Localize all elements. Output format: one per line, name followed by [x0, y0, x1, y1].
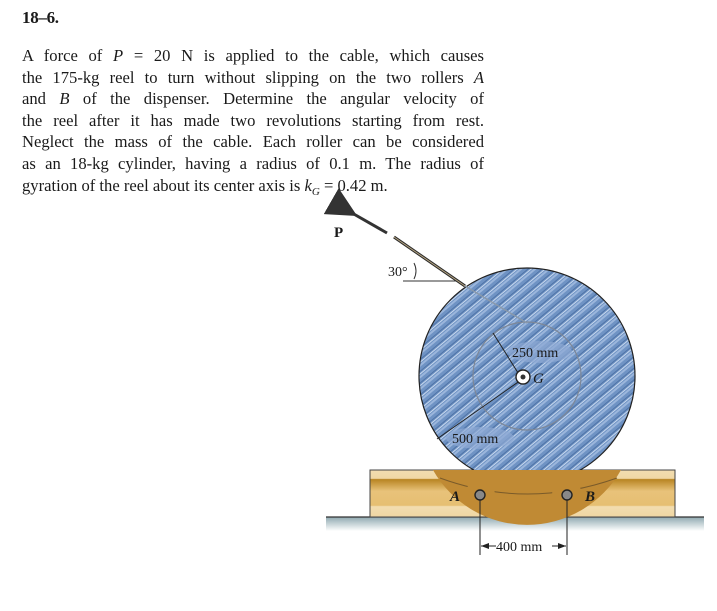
roller-spacing-label: 400 mm	[496, 540, 542, 555]
problem-line: Neglect the mass of the cable. Each roll…	[22, 132, 484, 152]
problem-line: the reel after it has made two revolutio…	[22, 110, 484, 130]
math-symbol: P	[113, 46, 124, 65]
force-label: P	[334, 225, 343, 241]
math-symbol: k	[304, 175, 312, 195]
problem-number: 18–6.	[22, 8, 59, 27]
force-arrow	[323, 188, 388, 235]
problem-line: as an 18-kg cylinder, having a radius of…	[22, 153, 484, 173]
angle-arc	[413, 262, 417, 280]
center-label: G	[533, 371, 544, 387]
math-subscript: G	[311, 185, 320, 198]
roller-a-label: A	[449, 489, 460, 505]
roller-b-label: B	[584, 489, 595, 505]
problem-line: A force of P = 20 N is applied to the ca…	[22, 46, 484, 65]
reel-inner-hub	[472, 321, 582, 431]
problem-line: and B of the dispenser. Determine the an…	[22, 89, 484, 109]
inner-radius-label: 250 mm	[512, 346, 558, 361]
math-symbol: A	[473, 67, 484, 87]
problem-line: the 175-kg reel to turn without slipping…	[22, 67, 484, 87]
outer-radius-line	[436, 379, 522, 440]
outer-radius-label: 500 mm	[452, 432, 498, 447]
math-symbol: B	[59, 89, 70, 109]
inner-radius-line	[492, 332, 521, 377]
angle-label: 30°	[388, 265, 408, 280]
problem-statement: A force of P = 20 N is applied to the ca…	[22, 45, 484, 203]
